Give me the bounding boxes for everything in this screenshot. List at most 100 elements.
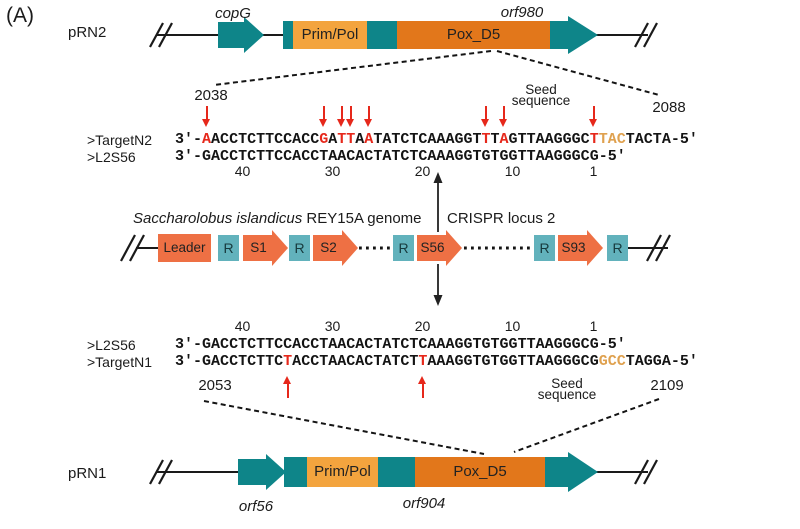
orf980-arrowhead bbox=[568, 16, 598, 54]
nucleotides: A bbox=[211, 148, 221, 165]
nucleotides: T bbox=[625, 131, 635, 148]
nucleotides: C bbox=[580, 148, 590, 165]
nucleotides: 3'- bbox=[175, 353, 203, 370]
nucleotides: C bbox=[580, 336, 590, 353]
nucleotides: A bbox=[427, 353, 437, 370]
nucleotides: C bbox=[643, 131, 653, 148]
nucleotides: C bbox=[229, 148, 239, 165]
nucleotides: A bbox=[634, 131, 644, 148]
nucleotides: C bbox=[346, 353, 356, 370]
prn1-left-break-slash bbox=[149, 459, 164, 485]
prn2-zoom-connector-right bbox=[496, 50, 660, 96]
nucleotides: T bbox=[256, 131, 266, 148]
poxd5-label-prn2: Pox_D5 bbox=[446, 26, 501, 43]
nucleotides: G bbox=[454, 336, 464, 353]
nucleotides: T bbox=[517, 336, 527, 353]
nucleotides: C bbox=[346, 148, 356, 165]
nucleotides: G bbox=[202, 148, 212, 165]
nucleotides: C bbox=[310, 131, 320, 148]
sequence-name-label: >L2S56 bbox=[87, 337, 136, 353]
nucleotides: A bbox=[634, 353, 644, 370]
spacer-arrowhead bbox=[342, 230, 358, 266]
position-tick: 20 bbox=[414, 318, 431, 334]
panel-label: (A) bbox=[6, 4, 34, 27]
nucleotides: C bbox=[364, 148, 374, 165]
arrow-stick bbox=[349, 106, 352, 120]
nucleotides: A bbox=[445, 353, 455, 370]
nucleotides: T bbox=[373, 353, 383, 370]
repeat-box: R bbox=[289, 235, 310, 261]
position-tick: 20 bbox=[414, 163, 431, 179]
nucleotides: G bbox=[643, 353, 653, 370]
nucleotides: G bbox=[562, 336, 572, 353]
nucleotides: C bbox=[364, 336, 374, 353]
nucleotides: C bbox=[247, 148, 257, 165]
spacer-arrow-body bbox=[558, 235, 587, 261]
orf56-gene-label: orf56 bbox=[238, 498, 274, 515]
arrow-head bbox=[364, 119, 372, 127]
nucleotides: T bbox=[409, 148, 419, 165]
nucleotides: G bbox=[571, 148, 581, 165]
highlighted-nucleotide: G bbox=[598, 353, 608, 370]
nucleotides: A bbox=[328, 131, 338, 148]
nucleotides: -5' bbox=[670, 353, 698, 370]
nucleotides: A bbox=[382, 131, 392, 148]
poxd5-label-prn1: Pox_D5 bbox=[453, 463, 507, 480]
nucleotides: C bbox=[274, 131, 284, 148]
nucleotides: T bbox=[319, 336, 329, 353]
highlighted-nucleotide: T bbox=[346, 131, 356, 148]
arrow-head bbox=[499, 119, 507, 127]
nucleotides: T bbox=[256, 336, 266, 353]
orf980-gene-box: Prim/Pol Pox_D5 bbox=[283, 21, 568, 49]
nucleotides: T bbox=[472, 131, 482, 148]
nucleotides: A bbox=[445, 148, 455, 165]
coordinate-2038: 2038 bbox=[194, 87, 228, 104]
nucleotides: T bbox=[517, 148, 527, 165]
nucleotides: A bbox=[535, 336, 545, 353]
primpol-label-prn1: Prim/Pol bbox=[314, 463, 371, 480]
coordinate-2109: 2109 bbox=[650, 377, 684, 394]
nucleotides: A bbox=[544, 131, 554, 148]
arrow-stick bbox=[421, 383, 424, 398]
nucleotides: A bbox=[544, 336, 554, 353]
nucleotides: C bbox=[229, 353, 239, 370]
locus-left-break-slash bbox=[129, 234, 145, 262]
nucleotides: A bbox=[544, 148, 554, 165]
nucleotides: A bbox=[436, 148, 446, 165]
nucleotides: A bbox=[427, 148, 437, 165]
primpol-label-prn2: Prim/Pol bbox=[301, 26, 359, 43]
position-tick: 30 bbox=[324, 163, 341, 179]
nucleotides: C bbox=[283, 148, 293, 165]
seed-sequence-label-bottom: Seed sequence bbox=[538, 377, 597, 402]
locus-right-break-slash bbox=[646, 234, 662, 262]
nucleotides: G bbox=[571, 353, 581, 370]
nucleotides: C bbox=[301, 336, 311, 353]
leader-box: Leader bbox=[158, 234, 211, 262]
nucleotides: T bbox=[526, 148, 536, 165]
nucleotides: C bbox=[364, 353, 374, 370]
nucleotides: -5' bbox=[670, 131, 698, 148]
spacer-s2-arrow: S2 bbox=[313, 230, 359, 266]
prn2-zoom-connector-left bbox=[213, 50, 492, 86]
highlighted-nucleotide: A bbox=[607, 131, 617, 148]
highlighted-nucleotide: C bbox=[616, 353, 626, 370]
nucleotides: T bbox=[409, 131, 419, 148]
nucleotides: C bbox=[229, 131, 239, 148]
nucleotides: G bbox=[589, 148, 599, 165]
nucleotides: T bbox=[526, 336, 536, 353]
nucleotides: G bbox=[202, 336, 212, 353]
spacer-arrowhead bbox=[587, 230, 603, 266]
nucleotides: G bbox=[571, 336, 581, 353]
nucleotides: G bbox=[454, 148, 464, 165]
orf904-arrowhead bbox=[568, 452, 598, 492]
nucleotides: G bbox=[571, 131, 581, 148]
nucleotides: T bbox=[409, 353, 419, 370]
spacer-s1-label: S1 bbox=[250, 240, 267, 255]
nucleotides: A bbox=[292, 336, 302, 353]
nucleotides: A bbox=[436, 131, 446, 148]
arrow-stick bbox=[592, 106, 595, 120]
nucleotides: G bbox=[553, 148, 563, 165]
spacer-arrowhead bbox=[272, 230, 288, 266]
poxd5-domain-prn1 bbox=[415, 457, 545, 487]
